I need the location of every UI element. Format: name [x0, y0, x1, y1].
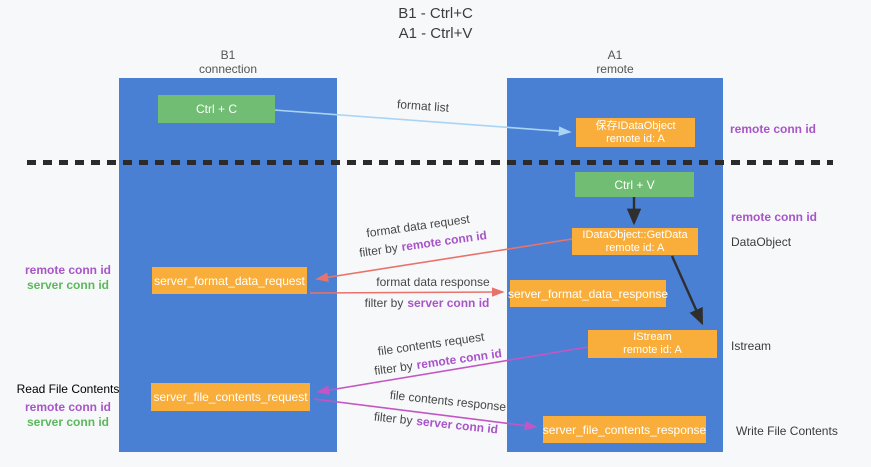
node-ctrl-c-label: Ctrl + C [195, 102, 237, 116]
node-server-format-data-request-label: server_format_data_request [154, 273, 305, 288]
left-label-read-file-contents-block: Read File Contents remote conn id server… [6, 382, 130, 430]
node-istream: IStream remote id: A [588, 330, 717, 358]
node-save-idataobject-line1: 保存IDataObject [595, 119, 676, 132]
phase-divider-dashed-line [27, 160, 833, 165]
right-label-remote-conn-id-2: remote conn id [731, 210, 818, 224]
right-label-remote-conn-id-1: remote conn id [730, 122, 817, 136]
edge-label-format-data-response: format data response [376, 275, 490, 289]
filter-by-text: filter by [358, 240, 399, 260]
title-line-2: A1 - Ctrl+V [398, 25, 473, 42]
node-server-file-contents-request: server_file_contents_request [151, 383, 310, 411]
lane-a1-name: A1 [607, 48, 623, 62]
node-istream-line2: remote id: A [623, 344, 682, 356]
node-ctrl-v-label: Ctrl + V [614, 177, 655, 192]
node-server-file-contents-response-label: server_file_contents_response [542, 422, 707, 437]
diagram-title: B1 - Ctrl+C A1 - Ctrl+V [0, 4, 871, 44]
lane-b1-header: B1 connection [119, 48, 337, 76]
left-server-conn-id-1: server conn id [26, 278, 110, 292]
filter-by-text: filter by [373, 358, 414, 378]
read-file-contents-label: Read File Contents [16, 382, 120, 396]
server-conn-id-text: server conn id [407, 296, 490, 310]
lane-b1-name: B1 [220, 48, 236, 62]
format-data-response-arrow [309, 287, 505, 297]
node-server-file-contents-request-label: server_file_contents_request [153, 390, 308, 404]
edge-label-file-contents-response: file contents response [389, 387, 507, 415]
node-save-idataobject-line2: remote id: A [606, 132, 665, 145]
filter-by-text: filter by [373, 409, 414, 428]
title-line-1: B1 - Ctrl+C [398, 5, 473, 22]
lane-b1-subtitle: connection [198, 62, 258, 76]
left-label-conn-ids-format: remote conn id server conn id [6, 263, 130, 293]
node-getdata-line2: remote id: A [605, 241, 665, 254]
lane-a1-subtitle: remote [596, 62, 634, 76]
node-idataobject-getdata: IDataObject::GetData remote id: A [572, 228, 698, 255]
node-server-format-data-response: server_format_data_response [507, 280, 669, 307]
node-server-format-data-response-label: server_format_data_response [507, 286, 669, 301]
server-conn-id-text: server conn id [415, 413, 499, 437]
right-label-dataobject: DataObject [731, 235, 792, 249]
left-remote-conn-id-2: remote conn id [24, 400, 111, 414]
right-label-istream: Istream [731, 339, 772, 353]
left-remote-conn-id-1: remote conn id [24, 263, 111, 277]
left-server-conn-id-2: server conn id [26, 415, 110, 429]
node-ctrl-v: Ctrl + V [575, 172, 694, 197]
node-save-idataobject: 保存IDataObject remote id: A [576, 118, 695, 147]
lane-a1-header: A1 remote [507, 48, 723, 76]
right-label-write-file-contents: Write File Contents [736, 424, 838, 438]
edge-label-format-list: format list [396, 97, 450, 115]
node-server-format-data-request: server_format_data_request [152, 267, 307, 294]
node-server-file-contents-response: server_file_contents_response [543, 416, 706, 443]
filter-by-text: filter by [364, 296, 404, 310]
node-getdata-line1: IDataObject::GetData [582, 228, 688, 241]
node-ctrl-c: Ctrl + C [158, 95, 275, 123]
node-istream-line1: IStream [633, 331, 672, 343]
